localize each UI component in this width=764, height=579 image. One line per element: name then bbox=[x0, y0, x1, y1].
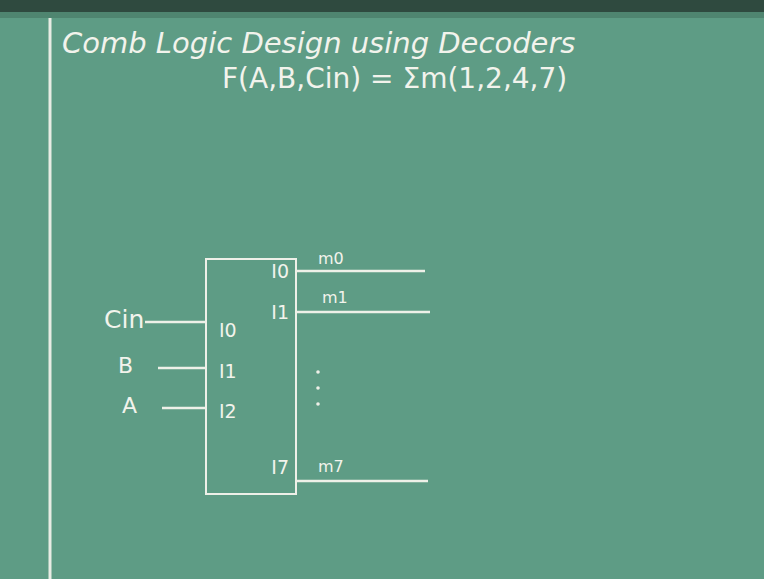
board-margin-line bbox=[49, 18, 52, 579]
minterm-label: m0 bbox=[318, 250, 344, 268]
pin-label: I0 bbox=[219, 320, 237, 341]
ellipsis-dot bbox=[316, 386, 320, 390]
input-wire bbox=[162, 407, 205, 410]
pin-label: I1 bbox=[271, 302, 289, 323]
pin-label: I1 bbox=[219, 361, 237, 382]
input-wire bbox=[158, 367, 205, 370]
ellipsis-dot bbox=[316, 370, 320, 374]
board-title: Comb Logic Design using Decoders bbox=[62, 28, 575, 60]
output-wire bbox=[297, 270, 425, 273]
signal-name: Cin bbox=[104, 306, 144, 334]
minterm-label: m7 bbox=[318, 458, 344, 476]
pin-label: I7 bbox=[271, 457, 289, 478]
signal-name: A bbox=[122, 394, 137, 418]
output-wire bbox=[297, 480, 428, 483]
output-wire bbox=[297, 311, 430, 314]
ellipsis-dot bbox=[316, 402, 320, 406]
pin-label: I0 bbox=[271, 261, 289, 282]
input-wire bbox=[145, 321, 205, 324]
board-frame-edge bbox=[0, 12, 764, 18]
board-frame bbox=[0, 0, 764, 12]
boolean-function: F(A,B,Cin) = Σm(1,2,4,7) bbox=[222, 64, 567, 95]
decoder-box: I0I1I2I0I1I7 bbox=[205, 258, 297, 495]
signal-name: B bbox=[118, 354, 133, 378]
pin-label: I2 bbox=[219, 401, 237, 422]
minterm-label: m1 bbox=[322, 289, 348, 307]
